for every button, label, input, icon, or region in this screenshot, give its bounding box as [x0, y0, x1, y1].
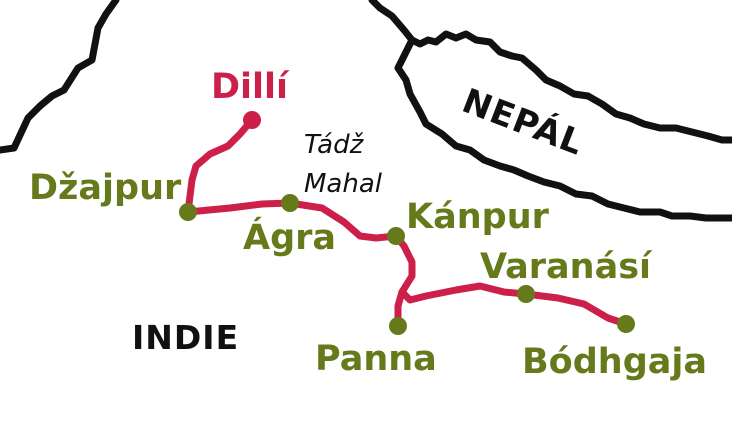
travel-route — [184, 116, 630, 328]
city-label-agra: Ágra — [243, 216, 336, 258]
city-marker-varanasi — [517, 285, 535, 303]
city-label-bodhgaja: Bódhgaja — [522, 342, 707, 382]
landmark-label-line1: Tádž — [304, 130, 365, 160]
city-label-dzajpur: Džajpur — [29, 168, 182, 208]
city-label-panna: Panna — [315, 339, 437, 379]
city-label-dilli: Dillí — [211, 67, 290, 107]
city-marker-dilli — [243, 111, 261, 129]
borders — [0, 0, 732, 222]
city-marker-panna — [389, 317, 407, 335]
city-marker-dzajpur — [179, 203, 197, 221]
city-label-varanasi: Varanásí — [480, 247, 653, 287]
nepal-southern-border — [394, 36, 732, 222]
city-marker-kanpur — [387, 227, 405, 245]
northern-border — [368, 0, 732, 144]
country-label-india: INDIE — [132, 318, 239, 357]
city-marker-bodhgaja — [617, 315, 635, 333]
city-label-kanpur: Kánpur — [406, 197, 550, 237]
city-marker-agra — [281, 194, 299, 212]
western-border — [0, 0, 120, 154]
landmark-label-line2: Mahal — [304, 169, 383, 199]
